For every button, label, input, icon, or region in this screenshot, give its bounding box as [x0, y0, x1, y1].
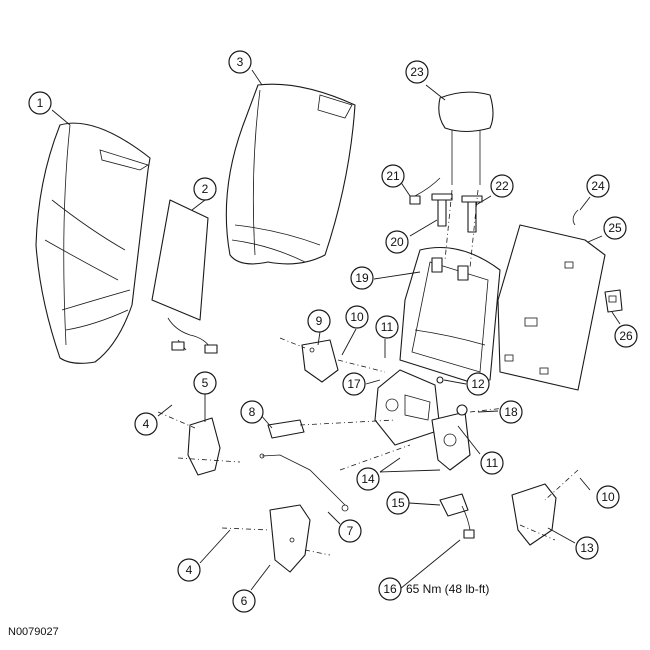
svg-text:7: 7: [347, 524, 354, 538]
part-recliner-assembly: [374, 369, 471, 471]
callout-6: 6: [232, 589, 256, 613]
callout-1: 1: [28, 91, 52, 115]
part-head-restraint: [438, 91, 494, 185]
figure-id: N0079027: [8, 626, 59, 638]
callout-26: 26: [614, 324, 638, 348]
callout-10-lower: 10: [596, 485, 620, 509]
svg-text:14: 14: [361, 472, 375, 486]
svg-text:17: 17: [347, 377, 361, 391]
svg-text:4: 4: [143, 417, 150, 431]
part-side-shield-upper: [187, 417, 221, 476]
svg-text:12: 12: [471, 377, 485, 391]
svg-text:3: 3: [237, 55, 244, 69]
svg-text:11: 11: [486, 456, 499, 470]
callout-19: 19: [350, 266, 374, 290]
callout-21: 21: [381, 164, 405, 188]
svg-text:10: 10: [601, 490, 615, 504]
assembly-lines: [157, 189, 579, 556]
callout-9: 9: [307, 309, 331, 333]
callout-11-lower: 11: [480, 451, 504, 475]
callout-10-upper: 10: [345, 305, 369, 329]
svg-text:9: 9: [316, 314, 323, 328]
svg-text:2: 2: [202, 182, 209, 196]
callout-16: 16: [378, 577, 402, 601]
callout-22: 22: [490, 174, 514, 198]
torque-spec: 65 Nm (48 lb-ft): [406, 582, 489, 596]
callout-23: 23: [405, 60, 429, 84]
svg-text:22: 22: [495, 179, 509, 193]
part-seatback-cover-left: [35, 122, 151, 364]
svg-text:21: 21: [386, 169, 400, 183]
callout-14: 14: [356, 467, 380, 491]
svg-text:24: 24: [591, 179, 605, 193]
svg-text:8: 8: [249, 405, 256, 419]
svg-text:25: 25: [608, 221, 622, 235]
svg-text:11: 11: [381, 320, 394, 334]
part-clip: [604, 289, 623, 313]
svg-text:6: 6: [241, 594, 248, 608]
svg-text:19: 19: [355, 271, 369, 285]
svg-text:16: 16: [383, 582, 397, 596]
part-bracket-9: [301, 339, 339, 383]
part-heater-mat: [151, 199, 218, 354]
svg-text:1: 1: [37, 96, 44, 110]
part-cable: [259, 453, 349, 512]
part-side-cover-right: [511, 483, 557, 546]
svg-text:18: 18: [504, 405, 518, 419]
part-seatback-frame: [399, 247, 501, 383]
svg-text:23: 23: [410, 65, 424, 79]
callout-17: 17: [342, 372, 366, 396]
callout-13: 13: [575, 536, 599, 560]
svg-text:20: 20: [390, 235, 404, 249]
callout-11-upper: 11: [375, 315, 399, 339]
part-side-shield-lower: [269, 504, 311, 573]
callout-20: 20: [385, 230, 409, 254]
part-headrest-guides: [409, 177, 483, 233]
svg-text:5: 5: [202, 376, 209, 390]
callout-25: 25: [603, 216, 627, 240]
svg-text:10: 10: [350, 310, 364, 324]
callout-24: 24: [586, 174, 610, 198]
part-fastener-12: [436, 376, 444, 384]
svg-text:4: 4: [186, 563, 193, 577]
callout-15: 15: [386, 491, 410, 515]
callout-4-lower: 4: [177, 558, 201, 582]
svg-text:13: 13: [580, 541, 594, 555]
callout-5: 5: [193, 371, 217, 395]
callout-4-upper: 4: [134, 412, 158, 436]
callout-8: 8: [240, 400, 264, 424]
part-seatback-pad: [225, 83, 356, 265]
part-cable-bracket: [267, 419, 305, 439]
callout-3: 3: [228, 50, 252, 74]
part-back-panel: [497, 209, 606, 391]
callout-12: 12: [466, 372, 490, 396]
callout-2: 2: [193, 177, 217, 201]
part-belt-buckle: [439, 493, 475, 539]
callout-7: 7: [338, 519, 362, 543]
callout-18: 18: [499, 400, 523, 424]
svg-text:26: 26: [619, 329, 633, 343]
svg-text:15: 15: [391, 496, 405, 510]
leader-lines: [51, 69, 621, 591]
